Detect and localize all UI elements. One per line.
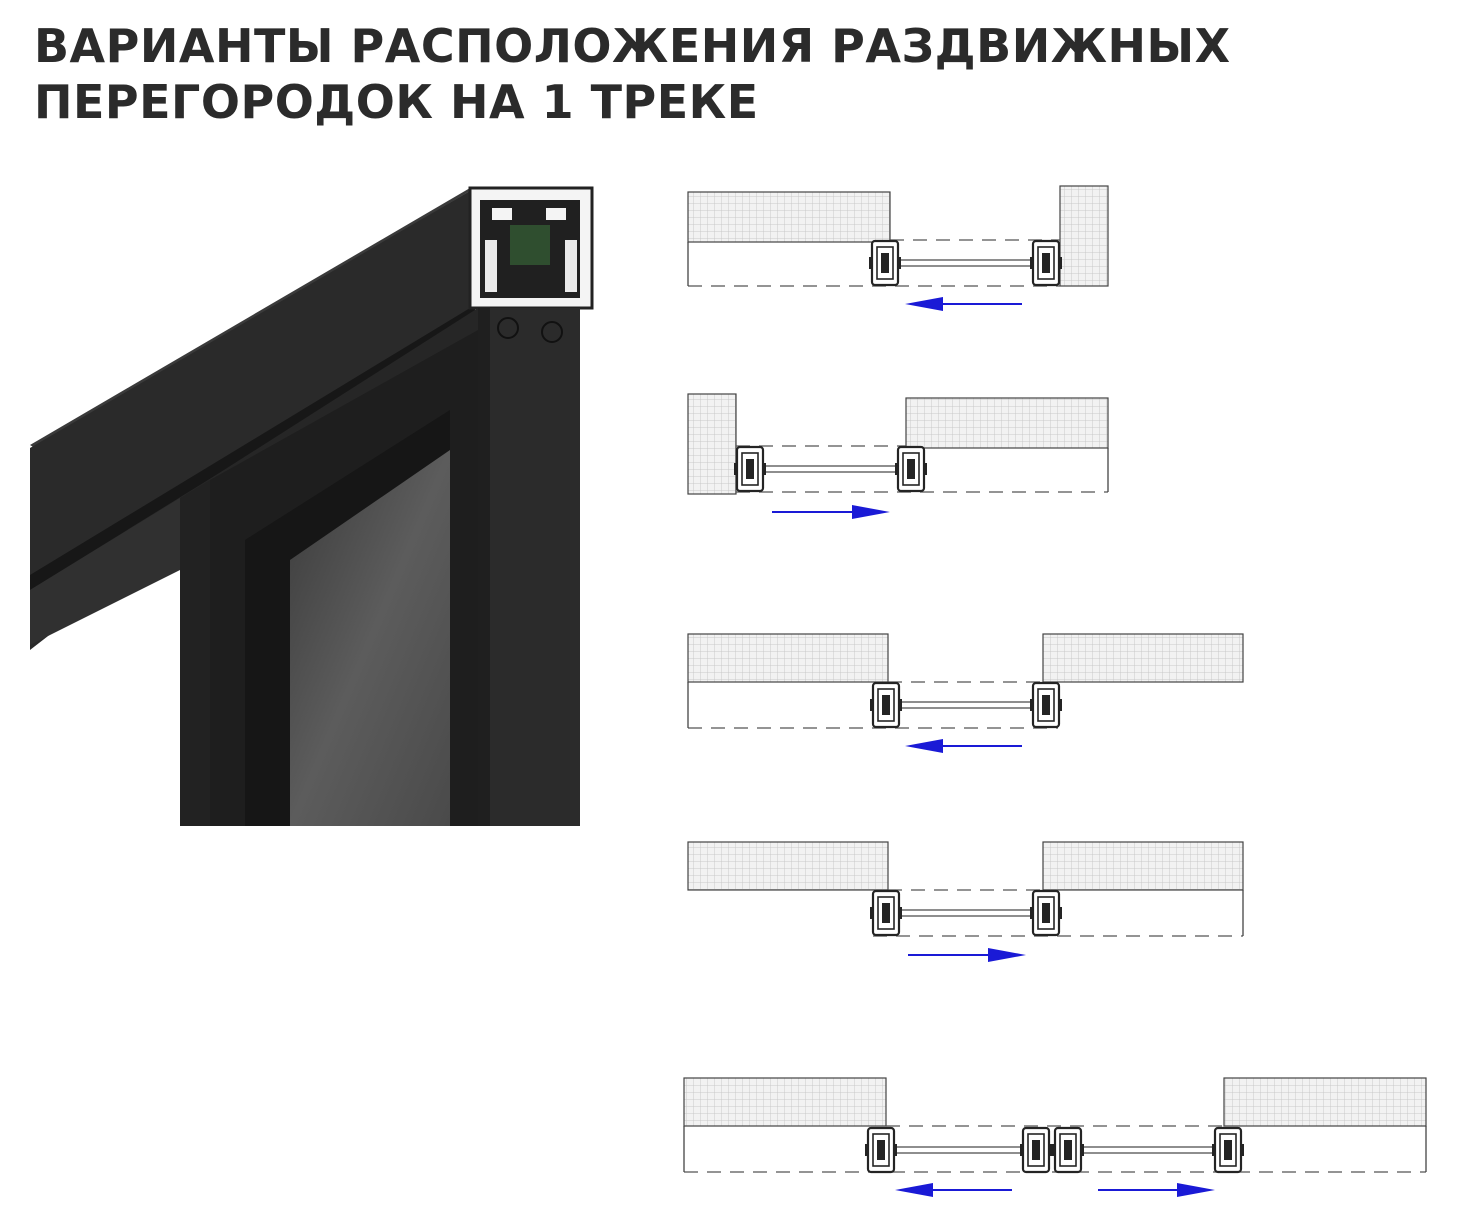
door-profile	[870, 681, 902, 729]
screw-icon	[541, 321, 563, 343]
screw-icon	[497, 317, 519, 339]
glass-line	[898, 701, 1034, 709]
door-profile-lip-right	[897, 257, 901, 269]
door-profile-lip-left	[1030, 699, 1034, 711]
scheme-4	[687, 841, 1244, 962]
door-profile-core	[1064, 1140, 1072, 1160]
door-profile	[1030, 889, 1062, 937]
door-profile-core	[882, 695, 890, 715]
door-profile-core	[882, 903, 890, 923]
door-profile-lip-right	[1080, 1144, 1084, 1156]
door-profile-lip-left	[865, 1144, 869, 1156]
door-profile-lip-right	[898, 699, 902, 711]
door-profile	[865, 1126, 897, 1174]
wall-block	[1042, 841, 1244, 891]
glass-line	[897, 259, 1034, 267]
glass-line	[898, 909, 1034, 917]
door-profile	[1030, 239, 1062, 287]
door-profile	[870, 889, 902, 937]
scheme-2	[687, 393, 1109, 519]
rail-end-lip-right	[565, 240, 577, 292]
door-profile-lip-left	[870, 699, 874, 711]
profile-3d-render	[30, 186, 594, 826]
page-title: ВАРИАНТЫ РАСПОЛОЖЕНИЯ РАЗДВИЖНЫХ ПЕРЕГОР…	[34, 18, 1434, 130]
direction-arrow	[905, 297, 943, 311]
door-profile-core	[1042, 253, 1050, 273]
rail-end-notch-left	[492, 208, 512, 220]
wall-block	[687, 393, 737, 495]
glass-line	[762, 465, 899, 473]
glass-line	[893, 1146, 1024, 1154]
direction-arrow	[988, 948, 1026, 962]
direction-arrow	[1177, 1183, 1215, 1197]
door-profile-lip-right	[893, 1144, 897, 1156]
wall-block	[1042, 633, 1244, 683]
glass-panel	[290, 450, 450, 826]
door-frame-right-side	[478, 308, 580, 826]
door-profile-core	[746, 459, 754, 479]
wall-block	[1059, 185, 1109, 287]
door-profile-lip-left	[1212, 1144, 1216, 1156]
scheme-5	[683, 1077, 1427, 1197]
rail-lower-face	[30, 498, 180, 645]
door-profile	[1020, 1126, 1052, 1174]
door-profile	[895, 445, 927, 493]
door-profile-lip-left	[1030, 907, 1034, 919]
door-profile-lip-right	[898, 907, 902, 919]
door-profile-core	[881, 253, 889, 273]
door-profile-lip-left	[734, 463, 738, 475]
rail-end-notch-right	[546, 208, 566, 220]
scheme-1	[687, 185, 1109, 311]
page-title-line-2: ПЕРЕГОРОДОК НА 1 ТРЕКЕ	[34, 75, 759, 129]
door-profile-lip-right	[1048, 1144, 1052, 1156]
door-profile-core	[1042, 903, 1050, 923]
door-profile-lip-right	[1058, 699, 1062, 711]
wall-block	[905, 397, 1109, 449]
wall-block	[687, 633, 889, 683]
door-profile-lip-right	[1058, 257, 1062, 269]
direction-arrow	[852, 505, 890, 519]
door-profile-lip-right	[1240, 1144, 1244, 1156]
direction-arrow	[895, 1183, 933, 1197]
rail-groove	[30, 305, 475, 590]
door-profile-core	[1224, 1140, 1232, 1160]
door-profile	[1030, 681, 1062, 729]
scheme-3	[687, 633, 1244, 753]
door-profile-core	[1032, 1140, 1040, 1160]
door-profile-lip-left	[1020, 1144, 1024, 1156]
door-profile-lip-left	[895, 463, 899, 475]
door-frame-right-face	[478, 308, 490, 826]
door-profile-core	[1042, 695, 1050, 715]
wall-block	[687, 191, 891, 243]
door-profile	[1212, 1126, 1244, 1174]
wall-block	[687, 841, 889, 891]
door-profile	[734, 445, 766, 493]
door-profile	[1052, 1126, 1084, 1174]
door-profile-lip-left	[870, 907, 874, 919]
roller-carriage	[510, 225, 550, 265]
glass-line	[1080, 1146, 1216, 1154]
door-profile-lip-left	[1030, 257, 1034, 269]
door-profile-core	[877, 1140, 885, 1160]
door-frame-left-stile	[180, 480, 210, 826]
door-profile-lip-right	[762, 463, 766, 475]
door-profile-lip-right	[1058, 907, 1062, 919]
page-title-line-1: ВАРИАНТЫ РАСПОЛОЖЕНИЯ РАЗДВИЖНЫХ	[34, 19, 1231, 73]
door-profile-lip-left	[869, 257, 873, 269]
wall-block	[1223, 1077, 1427, 1127]
rail-end-lip-left	[485, 240, 497, 292]
door-profile	[869, 239, 901, 287]
direction-arrow	[905, 739, 943, 753]
door-profile-lip-right	[923, 463, 927, 475]
door-profile-lip-left	[1052, 1144, 1056, 1156]
door-profile-core	[907, 459, 915, 479]
wall-block	[683, 1077, 887, 1127]
